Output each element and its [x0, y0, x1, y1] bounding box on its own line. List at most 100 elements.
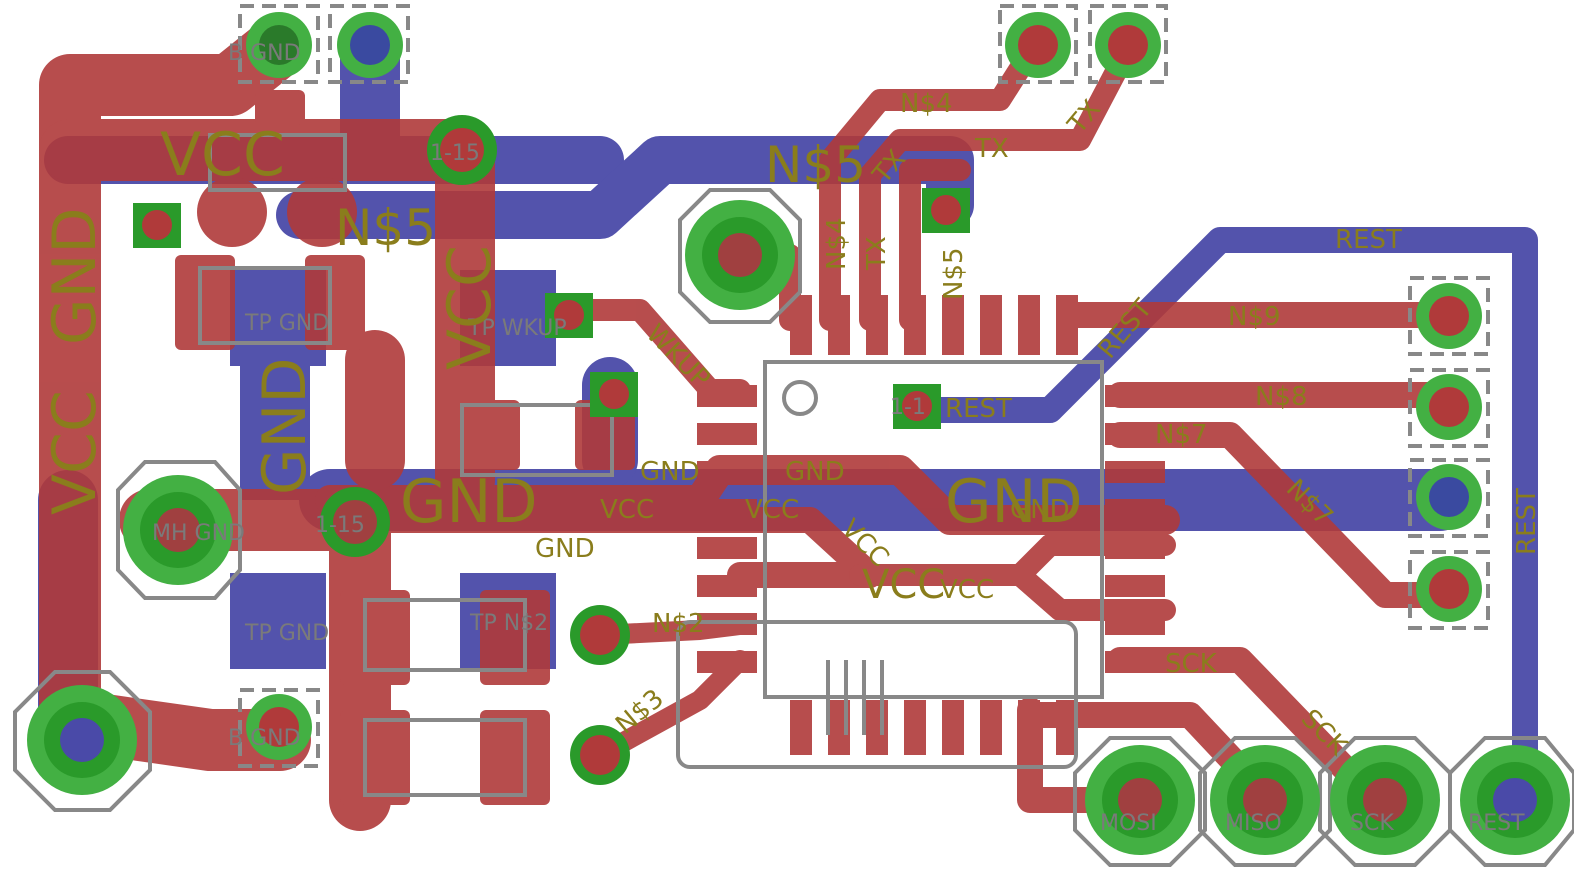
label-gnd-vertical: GND	[40, 207, 110, 345]
label-vcc-vertical-left: VCC	[40, 390, 110, 515]
label-tp-gnd-2: TP GND	[244, 621, 329, 646]
component-outline-ns3	[363, 718, 527, 797]
top-trace-n7	[1107, 422, 1458, 608]
label-ns5-mid: N$5	[765, 136, 866, 194]
ic-outline	[763, 360, 1104, 699]
label-via-1-1: 1-1	[890, 395, 926, 420]
pad-vcc-top[interactable]	[337, 12, 403, 78]
mounting-hole-left[interactable]	[123, 475, 233, 585]
label-mh-sck: SCK	[1350, 811, 1394, 836]
mounting-hole-rest[interactable]	[1460, 745, 1570, 855]
via-small-gnd[interactable]	[599, 379, 629, 409]
label-mh-rest: REST	[1468, 811, 1525, 836]
via-ns3[interactable]	[570, 725, 630, 785]
component-pads	[175, 90, 635, 805]
pad-ns7[interactable]	[1416, 556, 1482, 622]
label-vcc-center-2: VCC	[940, 575, 994, 605]
pad-gnd-right[interactable]	[1416, 464, 1482, 530]
via-2[interactable]	[320, 487, 390, 557]
mounting-hole-mosi[interactable]	[1085, 745, 1195, 855]
via-ns2[interactable]	[570, 605, 630, 665]
label-ns5-big: N$5	[335, 199, 436, 257]
label-gnd-small-3: GND	[1010, 495, 1070, 525]
via-small-left[interactable]	[142, 210, 172, 240]
pad-b-gnd[interactable]	[246, 12, 312, 78]
label-gnd-small-2: GND	[785, 457, 845, 487]
label-vcc-big: VCC	[160, 120, 285, 190]
top-trace-n5-vert	[899, 159, 971, 331]
label-pad-b-gnd: B GND	[228, 41, 301, 66]
pad-ns4[interactable]	[1005, 12, 1071, 78]
mounting-hole-bottom-left[interactable]	[27, 685, 137, 795]
via-small-ns5[interactable]	[931, 195, 961, 225]
pad-b-gnd-bottom[interactable]	[246, 694, 312, 760]
mh-outline-sck	[1318, 736, 1452, 867]
label-tp-ns2: TP N$2	[469, 611, 548, 636]
mh-outline-mosi	[1073, 736, 1207, 867]
vias-and-pads	[27, 12, 1570, 855]
label-rest-mid: REST	[945, 394, 1012, 424]
label-via-1-15a: 1-15	[430, 141, 480, 166]
pad-ns8[interactable]	[1416, 374, 1482, 440]
label-ns4: N$4	[900, 89, 953, 119]
mh-outline-bottom-left	[13, 670, 152, 812]
label-tp-gnd: TP GND	[244, 311, 329, 336]
mounting-hole-miso[interactable]	[1210, 745, 1320, 855]
header-outlines	[238, 4, 1490, 768]
label-pad-b-gnd-bottom: B GND	[228, 726, 301, 751]
mh-outline-center	[678, 188, 802, 324]
top-trace-vcc-link	[357, 507, 883, 588]
pad-tx[interactable]	[1095, 12, 1161, 78]
label-ns9: N$9	[1228, 302, 1281, 332]
top-trace-n4	[819, 34, 1046, 331]
label-vcc-small-1: VCC	[600, 495, 654, 525]
top-copper-layer	[39, 14, 1458, 831]
label-mh-left: MH GND	[152, 521, 245, 546]
label-gnd-center: GND	[400, 467, 538, 537]
label-tp-wkup: TP WKUP	[467, 316, 567, 341]
mh-outline-left	[116, 460, 242, 600]
top-trace-gnd-link	[315, 455, 1180, 535]
label-wkup-diag: WKUP	[640, 319, 716, 395]
label-mh-miso: MISO	[1225, 811, 1282, 836]
via-1[interactable]	[427, 115, 497, 185]
top-trace-tx	[859, 34, 1141, 331]
ic-pin1-marker	[782, 380, 818, 416]
label-gnd-small-1: GND	[640, 457, 700, 487]
via-small-wkup[interactable]	[554, 300, 584, 330]
label-tx-vertical: TX	[862, 236, 892, 271]
component-outline-ns2	[363, 598, 527, 672]
label-via-1-15b: 1-15	[315, 513, 365, 538]
mh-outline-miso	[1198, 736, 1332, 867]
label-ns7: N$7	[1155, 420, 1208, 450]
label-ns5-vertical: N$5	[939, 247, 969, 300]
component-outline-gnd	[198, 266, 332, 345]
label-vcc-small-2: VCC	[745, 495, 799, 525]
silkscreen	[13, 133, 1574, 867]
crystal-outline	[676, 620, 1078, 769]
via-small-rest[interactable]	[902, 391, 932, 421]
label-vcc-vertical: VCC	[435, 245, 505, 370]
pad-ns9[interactable]	[1416, 283, 1482, 349]
label-gnd-right: GND	[945, 467, 1083, 537]
mounting-hole-center[interactable]	[685, 200, 795, 310]
bottom-gnd-block	[240, 360, 310, 500]
top-trace-vcc-loop	[39, 14, 311, 771]
label-rest-top: REST	[1335, 225, 1402, 255]
bottom-trace-rest	[902, 227, 1538, 803]
label-tx: TX	[974, 134, 1009, 164]
top-trace-ns3	[590, 650, 750, 765]
component-outline-mid	[460, 403, 614, 477]
label-sck: SCK	[1165, 649, 1218, 679]
label-vcc-center: VCC	[862, 562, 945, 608]
label-mh-mosi: MOSI	[1100, 811, 1157, 836]
label-ns2: N$2	[652, 609, 705, 639]
crystal-lines	[826, 660, 884, 735]
label-ns4-vertical: N$4	[822, 217, 852, 270]
label-gnd-left-vertical: GND	[250, 357, 320, 495]
mounting-hole-sck[interactable]	[1330, 745, 1440, 855]
label-rest-right: REST	[1512, 488, 1542, 555]
label-gnd-small-4: GND	[535, 534, 595, 564]
mh-outline-rest	[1448, 736, 1574, 867]
